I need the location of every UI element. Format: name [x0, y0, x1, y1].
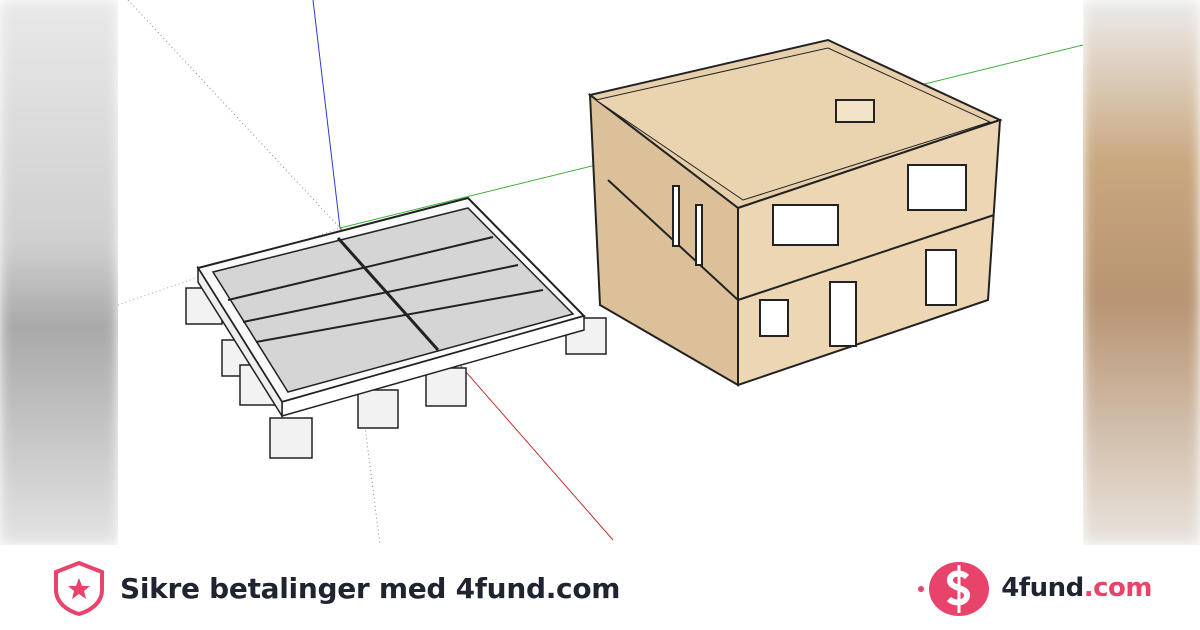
brand-logo[interactable]: 4fund.com	[915, 557, 1153, 619]
blurred-background-left	[0, 0, 118, 545]
blurred-background-right	[1083, 0, 1200, 545]
footer-bar: Sikre betalinger med 4fund.com 4fund.com	[0, 545, 1200, 630]
shield-star-icon	[54, 560, 104, 616]
brand-tld: .com	[1083, 573, 1153, 603]
secure-payments-badge: Sikre betalinger med 4fund.com	[52, 560, 620, 616]
house-model	[587, 38, 1003, 387]
blue-axis	[312, 0, 341, 229]
foundation-blocks	[185, 287, 607, 459]
3d-model-viewport	[117, 0, 1084, 546]
dotted-axis	[127, 0, 341, 229]
secure-payments-text: Sikre betalinger med 4fund.com	[120, 571, 621, 605]
floor-slab	[196, 196, 586, 419]
piggy-bank-logo-icon	[918, 562, 990, 616]
brand-name: 4fund	[1001, 573, 1084, 603]
